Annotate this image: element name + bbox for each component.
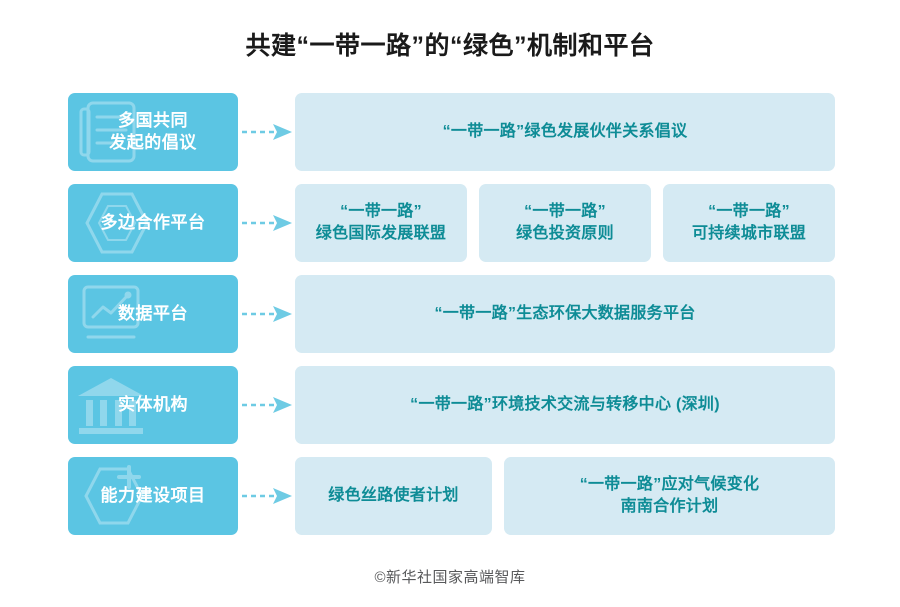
dashed-arrow-right-icon <box>242 487 295 505</box>
connector-arrow <box>242 93 295 171</box>
page-title: 共建“一带一路”的“绿色”机制和平台 <box>245 32 655 60</box>
item-box[interactable]: “一带一路” 绿色投资原则 <box>479 184 651 262</box>
diagram-row: 多国共同 发起的倡议 “一带一路”绿色发展伙伴关系倡议 <box>68 93 835 171</box>
row-items: “一带一路”环境技术交流与转移中心 (深圳) <box>295 366 835 444</box>
category-chip-multilateral-platform[interactable]: 多边合作平台 <box>68 184 238 262</box>
connector-arrow <box>242 184 295 262</box>
category-chip-entity-institution[interactable]: 实体机构 <box>68 366 238 444</box>
dashed-arrow-right-icon <box>242 396 295 414</box>
connector-arrow <box>242 275 295 353</box>
dashed-arrow-right-icon <box>242 305 295 323</box>
category-chip-initiative[interactable]: 多国共同 发起的倡议 <box>68 93 238 171</box>
category-label: 多国共同 发起的倡议 <box>109 110 197 152</box>
row-items: “一带一路”生态环保大数据服务平台 <box>295 275 835 353</box>
category-label: 数据平台 <box>118 303 188 323</box>
category-chip-capacity-building[interactable]: 能力建设项目 <box>68 457 238 535</box>
diagram-row: 能力建设项目 绿色丝路使者计划 “一带一路”应对气候变化 南南合作计划 <box>68 457 835 535</box>
row-items: “一带一路” 绿色国际发展联盟 “一带一路” 绿色投资原则 “一带一路” 可持续… <box>295 184 835 262</box>
source-credit: ©新华社国家高端智库 <box>374 569 526 586</box>
item-box[interactable]: “一带一路” 可持续城市联盟 <box>663 184 835 262</box>
row-items: 绿色丝路使者计划 “一带一路”应对气候变化 南南合作计划 <box>295 457 835 535</box>
mechanisms-platforms-diagram: 多国共同 发起的倡议 “一带一路”绿色发展伙伴关系倡议 多边合作平台 <box>68 93 835 548</box>
item-box[interactable]: 绿色丝路使者计划 <box>295 457 492 535</box>
category-chip-data-platform[interactable]: 数据平台 <box>68 275 238 353</box>
dashed-arrow-right-icon <box>242 214 295 232</box>
diagram-row: 多边合作平台 “一带一路” 绿色国际发展联盟 “一带一路” 绿色投资原则 “一带… <box>68 184 835 262</box>
item-box[interactable]: “一带一路”应对气候变化 南南合作计划 <box>504 457 835 535</box>
item-box[interactable]: “一带一路”绿色发展伙伴关系倡议 <box>295 93 835 171</box>
item-box[interactable]: “一带一路” 绿色国际发展联盟 <box>295 184 467 262</box>
connector-arrow <box>242 366 295 444</box>
item-box[interactable]: “一带一路”环境技术交流与转移中心 (深圳) <box>295 366 835 444</box>
category-label: 多边合作平台 <box>100 212 206 232</box>
diagram-row: 实体机构 “一带一路”环境技术交流与转移中心 (深圳) <box>68 366 835 444</box>
connector-arrow <box>242 457 295 535</box>
dashed-arrow-right-icon <box>242 123 295 141</box>
row-items: “一带一路”绿色发展伙伴关系倡议 <box>295 93 835 171</box>
diagram-row: 数据平台 “一带一路”生态环保大数据服务平台 <box>68 275 835 353</box>
item-box[interactable]: “一带一路”生态环保大数据服务平台 <box>295 275 835 353</box>
category-label: 实体机构 <box>118 394 188 414</box>
category-label: 能力建设项目 <box>100 485 206 505</box>
